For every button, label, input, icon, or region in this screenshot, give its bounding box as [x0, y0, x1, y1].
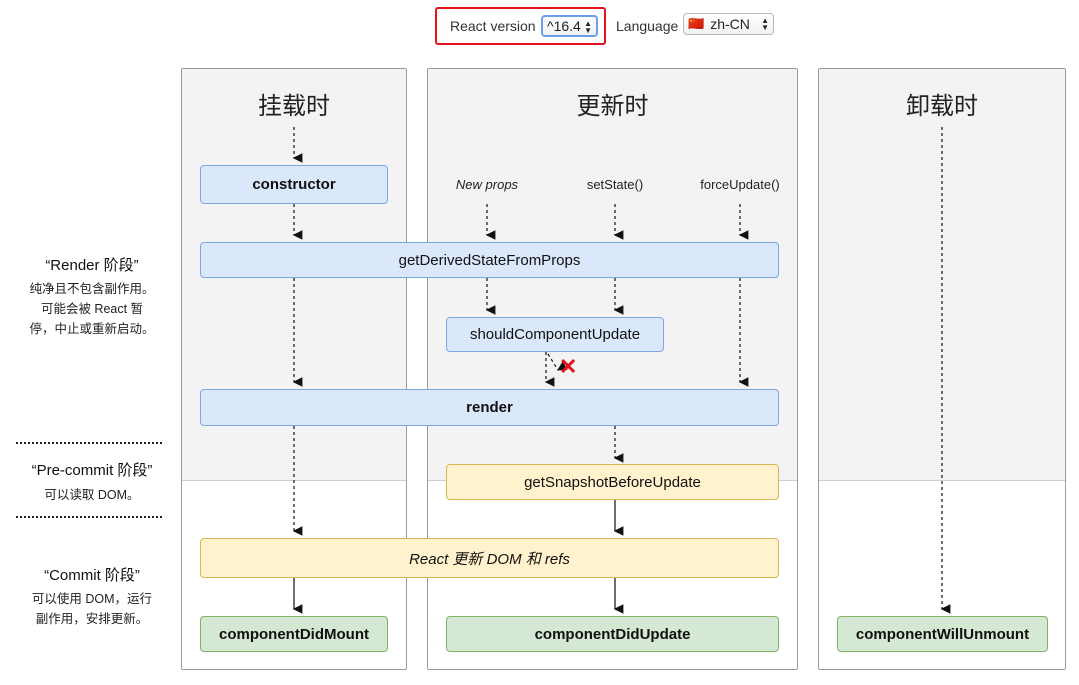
- component-did-update-box: componentDidUpdate: [446, 616, 779, 652]
- phase-divider: [16, 516, 162, 518]
- cancel-x-icon: ✕: [559, 354, 578, 379]
- react-updates-dom-box: React 更新 DOM 和 refs: [200, 538, 779, 578]
- render-phase-title: “Render 阶段”: [45, 257, 139, 274]
- get-snapshot-before-update-box: getSnapshotBeforeUpdate: [446, 464, 779, 500]
- unmounting-title: 卸载时: [906, 93, 978, 120]
- phase-divider: [16, 442, 162, 444]
- language-value: zh-CN: [710, 16, 750, 32]
- component-will-unmount-box: componentWillUnmount: [837, 616, 1048, 652]
- render-phase-desc: 纯净且不包含副作用。 可能会被 React 暂 停，中止或重新启动。: [29, 282, 155, 336]
- should-component-update-box: shouldComponentUpdate: [446, 317, 664, 352]
- commit-phase-title: “Commit 阶段”: [44, 567, 140, 584]
- render-box: render: [200, 389, 779, 426]
- component-did-mount-box: componentDidMount: [200, 616, 388, 652]
- updating-title: 更新时: [576, 93, 649, 120]
- get-derived-state-from-props-box: getDerivedStateFromProps: [200, 242, 779, 278]
- react-version-select[interactable]: ^16.4 ▲▼: [541, 15, 598, 37]
- precommit-phase-title: “Pre-commit 阶段”: [31, 462, 153, 479]
- react-version-highlight: [435, 7, 606, 45]
- react-version-label: React version: [450, 18, 536, 34]
- flag-icon: 🇨🇳: [688, 16, 705, 31]
- mounting-title: 挂载时: [258, 93, 330, 120]
- trigger-new-props: New props: [455, 177, 519, 192]
- commit-phase-desc: 可以使用 DOM，运行 副作用，安排更新。: [31, 592, 153, 626]
- trigger-force-update: forceUpdate(): [700, 177, 780, 192]
- constructor-box: constructor: [200, 165, 388, 204]
- react-version-value: ^16.4: [547, 18, 581, 34]
- trigger-set-state: setState(): [586, 177, 644, 192]
- precommit-phase-desc: 可以读取 DOM。: [44, 488, 140, 502]
- select-arrows-icon: ▲▼: [761, 16, 769, 32]
- language-select[interactable]: 🇨🇳 zh-CN ▲▼: [683, 13, 774, 35]
- language-label: Language: [616, 18, 679, 34]
- select-arrows-icon: ▲▼: [584, 19, 592, 35]
